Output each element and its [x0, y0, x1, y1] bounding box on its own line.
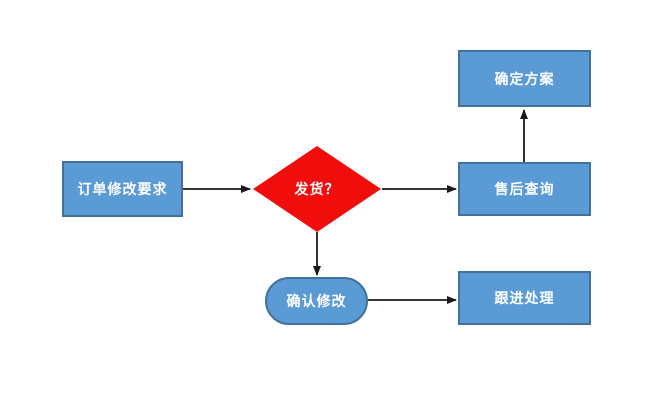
node-confirm-plan-label: 确定方案 [494, 70, 555, 87]
node-followup-handling: 跟进处理 [458, 271, 591, 325]
node-followup-handling-label: 跟进处理 [494, 290, 555, 306]
node-ship-decision: 发货？ [253, 146, 381, 232]
node-aftersales-inquiry: 售后查询 [458, 162, 591, 216]
node-ship-decision-label: 发货？ [294, 181, 340, 197]
node-confirm-modify: 确认修改 [265, 277, 368, 325]
node-order-request-label: 订单修改要求 [77, 181, 168, 197]
node-confirm-modify-label: 确认修改 [286, 293, 347, 309]
node-order-request: 订单修改要求 [62, 161, 183, 217]
node-aftersales-inquiry-label: 售后查询 [494, 181, 555, 197]
node-confirm-plan: 确定方案 [458, 50, 591, 107]
